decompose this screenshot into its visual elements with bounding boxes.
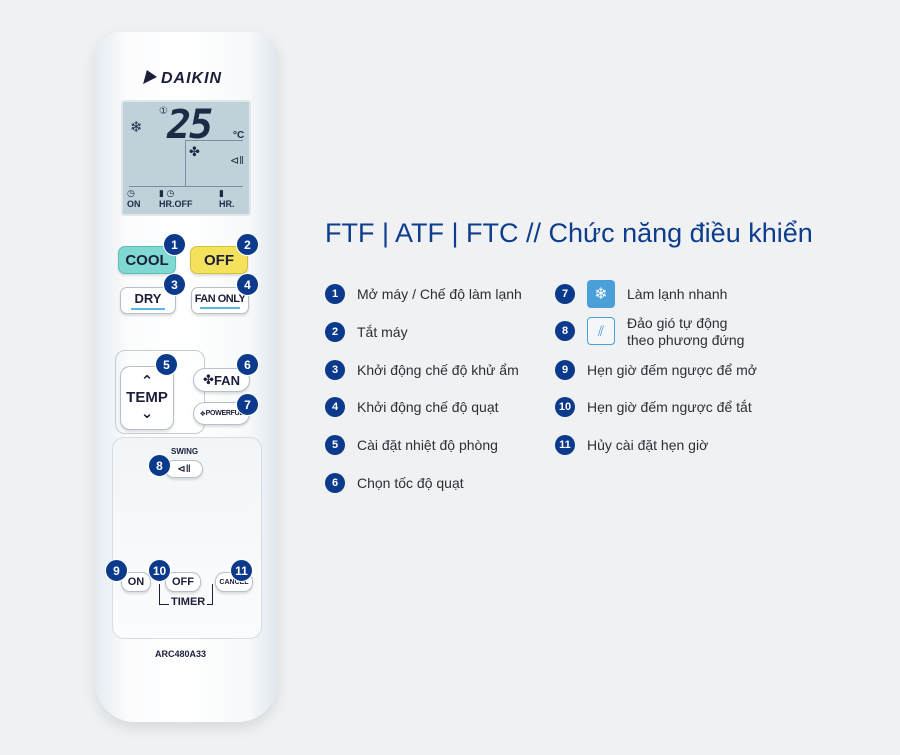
legend-text: Khởi động chế độ khử ẩm xyxy=(357,361,519,378)
callout-badge-2: 2 xyxy=(236,233,259,256)
timer-label: TIMER xyxy=(169,596,208,608)
temp-button[interactable]: ⌃ TEMP ⌄ xyxy=(120,366,174,430)
legend-text: Cài đặt nhiệt độ phòng xyxy=(357,436,498,453)
legend-text-line2: theo phương đứng xyxy=(627,332,745,348)
legend-number: 7 xyxy=(555,284,575,304)
legend-item-11: 11 Hủy cài đặt hẹn giờ xyxy=(555,435,708,455)
callout-badge-10: 10 xyxy=(148,559,171,582)
dry-label: DRY xyxy=(134,291,162,306)
legend-item-8-text: Đảo gió tự động theo phương đứng xyxy=(615,315,744,349)
lcd-off-timer: ▮ ◷ HR.OFF xyxy=(159,188,193,210)
legend-number: 5 xyxy=(325,435,345,455)
lcd-on-label: ON xyxy=(127,199,141,209)
timer-indicator-icon: ① xyxy=(159,106,168,117)
temp-label: TEMP xyxy=(126,389,168,406)
fan-icon: ✤ xyxy=(189,144,200,159)
lcd-divider xyxy=(185,140,186,186)
legend-item-10: 10 Hẹn giờ đếm ngược để tắt xyxy=(555,397,752,417)
callout-badge-5: 5 xyxy=(155,353,178,376)
legend-text-line1: Đảo gió tự động xyxy=(627,315,728,331)
callout-badge-6: 6 xyxy=(236,353,259,376)
fan-only-underline xyxy=(200,306,240,309)
legend-text: Làm lạnh nhanh xyxy=(627,286,728,302)
legend-number: 2 xyxy=(325,322,345,342)
vertical-swing-icon: ⫽ xyxy=(587,317,615,345)
chevron-down-icon[interactable]: ⌄ xyxy=(140,405,154,422)
timer-off-button[interactable]: OFF xyxy=(165,572,201,592)
legend-text: Khởi động chế độ quạt xyxy=(357,398,499,415)
callout-badge-11: 11 xyxy=(230,559,253,582)
legend-number: 6 xyxy=(325,473,345,493)
legend-number: 8 xyxy=(555,321,575,341)
swing-label: SWING xyxy=(171,447,199,456)
chevron-up-icon[interactable]: ⌃ xyxy=(140,373,154,390)
lcd-hr: ▮ HR. xyxy=(219,188,235,210)
fan-icon: ✤ xyxy=(203,372,214,387)
lcd-digit-segment: ▮ xyxy=(219,188,224,198)
legend-text: Chọn tốc độ quạt xyxy=(357,474,464,491)
legend-item-3: 3 Khởi động chế độ khử ẩm xyxy=(325,360,519,380)
legend-item-7: 7 xyxy=(555,284,575,304)
temp-frame xyxy=(115,350,205,434)
callout-badge-1: 1 xyxy=(163,233,186,256)
lcd-divider xyxy=(129,186,243,187)
swing-icon: ⊲ǁ xyxy=(177,463,191,475)
legend-text: Hẹn giờ đếm ngược để tắt xyxy=(587,398,752,415)
legend-item-2: 2 Tắt máy xyxy=(325,322,408,342)
legend-item-6: 6 Chọn tốc độ quạt xyxy=(325,473,464,493)
legend-item-4: 4 Khởi động chế độ quạt xyxy=(325,397,499,417)
legend-item-9: 9 Hẹn giờ đếm ngược để mở xyxy=(555,360,757,380)
callout-badge-4: 4 xyxy=(236,273,259,296)
legend-text: Hẹn giờ đếm ngược để mở xyxy=(587,361,757,378)
timer-on-button[interactable]: ON xyxy=(121,572,151,592)
fan-only-label: FAN ONLY xyxy=(194,292,246,305)
callout-badge-3: 3 xyxy=(163,273,186,296)
lcd-display: ❄ ① 25 °C ✤ ⊲ǁ ◷ ON ▮ ◷ HR.OFF ▮ HR. xyxy=(121,100,251,216)
powerful-cooling-icon: ❄ xyxy=(587,280,615,308)
legend-text: Hủy cài đặt hẹn giờ xyxy=(587,436,709,453)
dry-underline xyxy=(131,308,165,310)
legend-number: 9 xyxy=(555,360,575,380)
swing-button[interactable]: ⊲ǁ xyxy=(165,460,203,478)
cool-button[interactable]: COOL xyxy=(118,246,176,274)
legend-item-1: 1 Mở máy / Chế độ làm lạnh xyxy=(325,284,522,304)
powerful-button[interactable]: ❖POWERFUL xyxy=(193,402,250,425)
lcd-on-timer: ◷ ON xyxy=(127,188,141,210)
legend-text: Tắt máy xyxy=(357,323,408,340)
swing-icon: ⊲ǁ xyxy=(230,155,244,167)
legend-number: 11 xyxy=(555,435,575,455)
fan-label: FAN xyxy=(213,372,240,388)
daikin-logo-icon xyxy=(143,70,159,84)
legend-item-5: 5 Cài đặt nhiệt độ phòng xyxy=(325,435,498,455)
lcd-unit: °C xyxy=(233,130,245,141)
legend-number: 10 xyxy=(555,397,575,417)
legend-number: 3 xyxy=(325,360,345,380)
legend-item-8: 8 xyxy=(555,321,575,341)
callout-badge-8: 8 xyxy=(148,454,171,477)
powerful-label: POWERFUL xyxy=(205,410,244,417)
legend-text: Mở máy / Chế độ làm lạnh xyxy=(357,285,522,302)
clock-icon: ▮ ◷ xyxy=(159,188,175,198)
callout-badge-9: 9 xyxy=(105,559,128,582)
legend-number: 4 xyxy=(325,397,345,417)
legend-number: 1 xyxy=(325,284,345,304)
lcd-temperature: 25 xyxy=(167,102,213,148)
brand-text: DAIKIN xyxy=(161,70,223,87)
lcd-hr-off-label: HR.OFF xyxy=(159,199,193,209)
model-number: ARC480A33 xyxy=(155,649,207,659)
snowflake-icon: ❄ xyxy=(130,119,143,136)
brand-logo: DAIKIN xyxy=(143,70,223,88)
legend-item-7-text: Làm lạnh nhanh xyxy=(615,286,727,303)
clock-icon: ◷ xyxy=(127,188,135,198)
lcd-divider xyxy=(185,140,243,141)
remote-control: DAIKIN ❄ ① 25 °C ✤ ⊲ǁ ◷ ON ▮ ◷ HR.OFF ▮ … xyxy=(95,32,278,722)
callout-badge-7: 7 xyxy=(236,393,259,416)
page-title: FTF | ATF | FTC // Chức năng điều khiển xyxy=(325,218,813,248)
powerful-icon: ❖ xyxy=(199,410,206,418)
lcd-hr-label: HR. xyxy=(219,199,235,209)
